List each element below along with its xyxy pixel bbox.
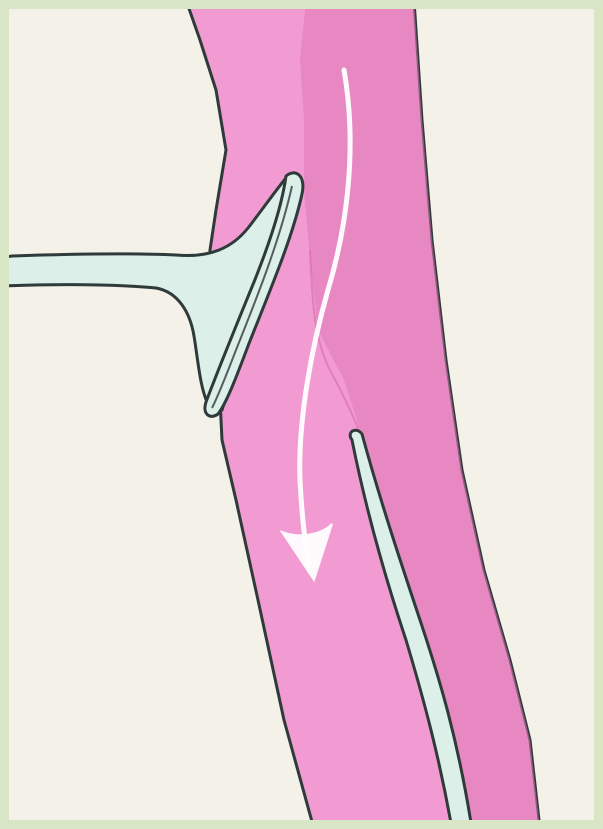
diagram-frame [0,0,603,829]
diagram-svg [0,0,603,829]
